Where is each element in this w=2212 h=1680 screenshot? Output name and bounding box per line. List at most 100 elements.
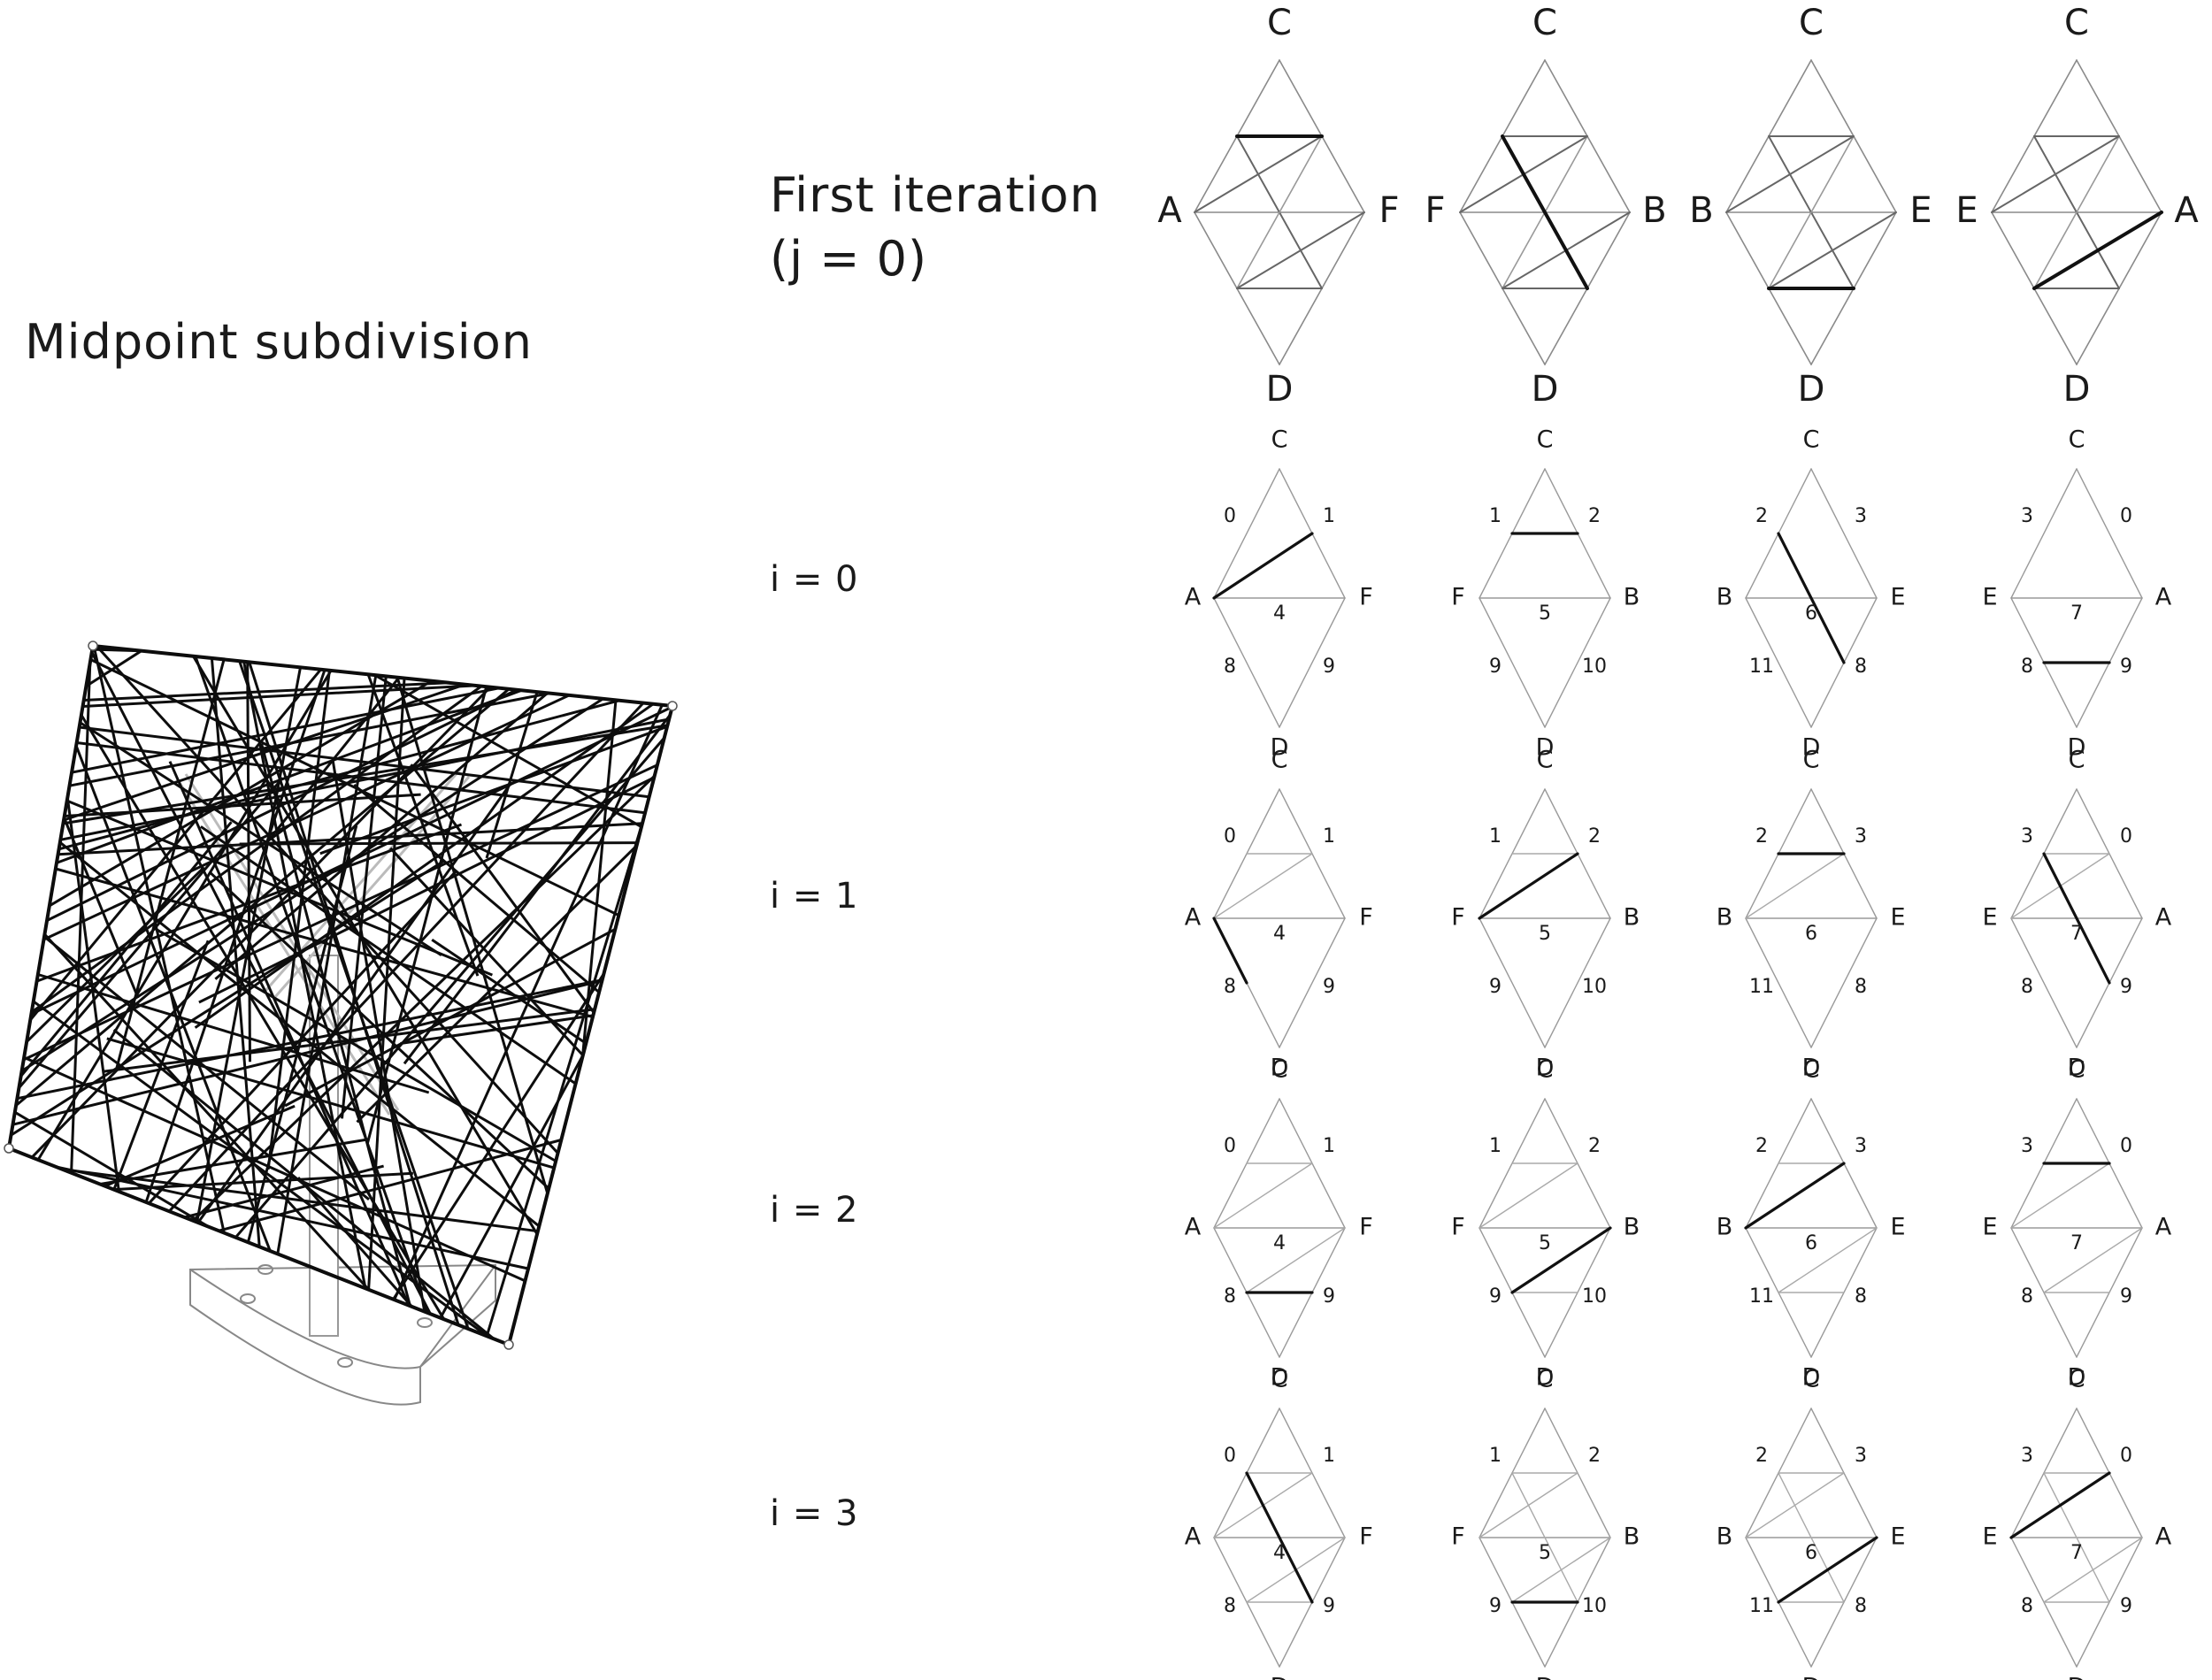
- edge-index-bottom-left: 9: [1489, 976, 1502, 998]
- edge-index-top-left: 3: [2021, 825, 2033, 848]
- wire-edge: [260, 743, 411, 1307]
- edge-index-center: 6: [1805, 923, 1817, 945]
- wire-edge: [30, 705, 673, 1016]
- edge-index-center: 7: [2070, 1232, 2083, 1254]
- edge-index-top-right: 3: [1855, 1135, 1867, 1157]
- wire-edge: [234, 737, 665, 1239]
- edge-index-top-left: 1: [1489, 505, 1502, 527]
- wire-edge: [12, 978, 603, 1126]
- wire-edge: [168, 761, 411, 1307]
- vertex-label-left: B: [1717, 1214, 1733, 1241]
- wire-edge: [76, 741, 646, 815]
- vertex-label-left: F: [1451, 904, 1465, 932]
- wire-edge: [10, 859, 446, 1137]
- vertex-label-left: B: [1689, 190, 1713, 231]
- rhombus-edge: [2010, 468, 2078, 599]
- edge-index-bottom-left: 8: [1224, 656, 1236, 678]
- vertex-label-left: E: [1982, 1214, 1997, 1241]
- edge-index-center: 7: [2070, 602, 2083, 625]
- wire-edge: [366, 673, 480, 977]
- grid-line: [1768, 211, 1897, 289]
- vertex-label-top: C: [1532, 3, 1557, 43]
- first-iteration-line1: First iteration: [770, 167, 1101, 223]
- edge-index-top-left: 0: [1224, 1135, 1236, 1157]
- edge-index-bottom-right: 9: [1323, 656, 1335, 678]
- wire-edge: [218, 1139, 562, 1232]
- vertex-label-right: F: [1379, 190, 1399, 231]
- edge-index-bottom-left: 8: [2021, 1595, 2033, 1617]
- edge-index-center: 4: [1273, 602, 1286, 625]
- wire-edge: [23, 763, 658, 1062]
- vertex-label-right: E: [1890, 1214, 1905, 1241]
- row-label-i2: i = 2: [770, 1190, 859, 1231]
- wire-edge: [356, 844, 638, 1124]
- edge-index-center: 6: [1805, 1542, 1817, 1564]
- grid-line: [1236, 135, 1323, 289]
- vertex-node: [667, 701, 678, 711]
- wire-edge: [431, 938, 588, 1045]
- highlight-edge: [1501, 134, 1589, 290]
- wire-edge: [485, 821, 644, 1337]
- edge-index-top-right: 1: [1323, 825, 1335, 848]
- edge-index-center: 6: [1805, 602, 1817, 625]
- edge-index-bottom-left: 8: [2021, 976, 2033, 998]
- highlight-edge: [2009, 1471, 2111, 1539]
- grid-line: [2043, 1227, 2143, 1293]
- edge-index-bottom-left: 9: [1489, 1285, 1502, 1308]
- edge-index-top-left: 2: [1755, 505, 1768, 527]
- wire-edge: [106, 1037, 555, 1170]
- edge-index-center: 7: [2070, 1542, 2083, 1564]
- vertex-label-bottom: D: [1536, 1364, 1555, 1392]
- vertex-label-top: C: [1803, 747, 1820, 774]
- edge-index-top-right: 1: [1323, 505, 1335, 527]
- wire-edge: [400, 1014, 594, 1045]
- vertex-label-bottom: D: [1532, 369, 1559, 410]
- vertex-label-right: F: [1359, 1523, 1373, 1551]
- wire-edge: [58, 841, 541, 1228]
- edge-index-top-right: 1: [1323, 1135, 1335, 1157]
- inner-struts: [175, 769, 471, 1116]
- edge-index-bottom-left: 9: [1489, 656, 1502, 678]
- edge-index-bottom-right: 9: [2120, 656, 2132, 678]
- wire-edge: [46, 688, 518, 922]
- highlight-edge: [2032, 211, 2163, 290]
- vertex-label-right: E: [1890, 584, 1905, 611]
- vertex-label-bottom: D: [1536, 1674, 1555, 1680]
- wire-edge: [82, 684, 476, 708]
- wire-edge: [144, 669, 326, 1203]
- edge-index-center: 4: [1273, 1232, 1286, 1254]
- wire-edge: [365, 686, 488, 1144]
- edge-index-bottom-right: 10: [1582, 1595, 1607, 1617]
- edge-index-bottom-right: 8: [1855, 656, 1867, 678]
- vertex-label-right: B: [1624, 1214, 1640, 1241]
- vertex-label-right: B: [1642, 190, 1666, 231]
- vertex-label-top: C: [2069, 1056, 2085, 1084]
- vertex-label-right: B: [1624, 1523, 1640, 1551]
- wire-edge: [296, 1177, 413, 1308]
- vertex-label-right: A: [2174, 190, 2199, 231]
- wire-edge: [63, 683, 466, 822]
- vertex-label-top: C: [1803, 1366, 1820, 1393]
- grid-line: [1778, 1472, 1845, 1603]
- wire-edge: [63, 724, 668, 825]
- wire-edge: [61, 1168, 539, 1233]
- base-hole: [240, 1293, 256, 1304]
- vertex-label-bottom: D: [2068, 734, 2086, 762]
- vertex-label-left: B: [1717, 1523, 1733, 1551]
- wire-edge: [83, 681, 449, 702]
- edge-index-top-right: 1: [1323, 1445, 1335, 1467]
- highlight-edge: [1478, 852, 1579, 920]
- vertex-label-left: F: [1451, 1523, 1465, 1551]
- edge-index-bottom-left: 11: [1749, 976, 1774, 998]
- grid-line: [1778, 1227, 1878, 1293]
- highlight-edge: [1777, 532, 1846, 664]
- vertex-label-left: A: [1185, 1523, 1202, 1551]
- vertex-label-bottom: D: [1536, 1055, 1555, 1082]
- edge-index-top-left: 2: [1755, 825, 1768, 848]
- edge-index-bottom-right: 8: [1855, 1285, 1867, 1308]
- edge-index-center: 4: [1273, 923, 1286, 945]
